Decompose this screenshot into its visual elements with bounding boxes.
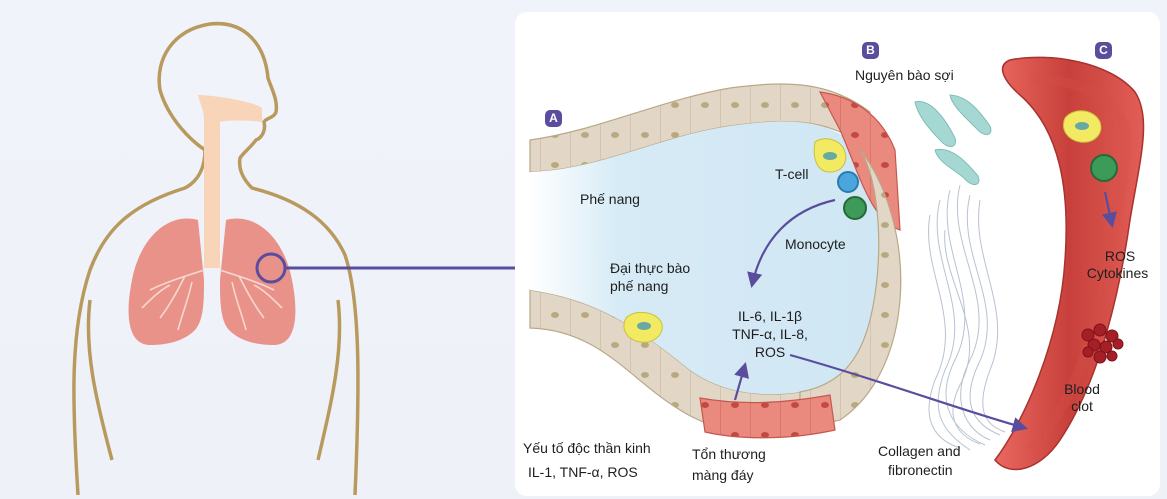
panel-c-badge: C [1095, 42, 1112, 59]
fibroblast-label: Nguyên bào sợi [855, 66, 954, 84]
monocyte-dot [844, 197, 866, 219]
macrophage-upper-nucleus [823, 152, 837, 160]
basement-membrane-label-line1: Tổn thương [692, 445, 766, 463]
vessel-macrophage-nucleus [1075, 122, 1089, 130]
blood-clot-label-line2: clot [1052, 397, 1112, 415]
panel-a-badge: A [545, 110, 562, 127]
vessel-monocyte [1091, 155, 1117, 181]
blood-clot-label-line1: Blood [1052, 380, 1112, 398]
tcell-dot [838, 172, 858, 192]
tcell-label: T-cell [775, 165, 808, 183]
vessel-cytokines-label: Cytokines [1070, 264, 1165, 282]
macrophage-label-line2: phế nang [610, 277, 668, 295]
panel-b-badge: B [862, 42, 879, 59]
neurotoxic-factors-list: IL-1, TNF-α, ROS [528, 463, 638, 481]
mediators-line1: IL-6, IL-1β [720, 307, 820, 325]
collagen-label-line1: Collagen and [878, 442, 961, 460]
mediators-line2: TNF-α, IL-8, [720, 325, 820, 343]
macrophage-label-line1: Đại thực bào [610, 259, 690, 277]
basement-membrane-label-line2: màng đáy [692, 466, 753, 484]
collagen-label-line2: fibronectin [888, 461, 953, 479]
alveolus-label: Phế nang [580, 190, 640, 208]
macrophage-lower-nucleus [637, 322, 651, 330]
monocyte-label: Monocyte [785, 235, 846, 253]
neurotoxic-factors-title: Yếu tố độc thần kinh [523, 439, 651, 457]
mediators-line3: ROS [720, 343, 820, 361]
vessel-ros-label: ROS [1080, 247, 1160, 265]
